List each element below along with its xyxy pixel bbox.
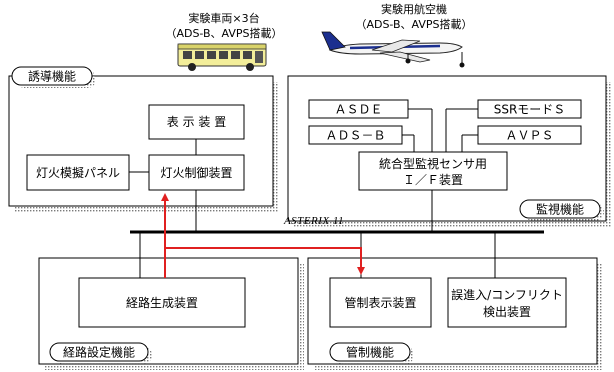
bus-vehicle: 実験車両×3台 （ADS-B、AVPS搭載） — [165, 11, 283, 71]
conflict-detector-label-1: 誤進入/コンフリクト — [451, 287, 563, 302]
asde-device: ＡＳＤＥ — [308, 99, 409, 119]
surveillance-group — [287, 75, 607, 222]
ssr-device: SSRモードＳ — [477, 99, 582, 119]
aircraft-title: 実験用航空機 — [381, 2, 447, 16]
asde-label: ＡＳＤＥ — [334, 103, 382, 117]
conflict-detector-device: 誤進入/コンフリクト 検出装置 — [447, 277, 567, 328]
route-generator-device: 経路生成装置 — [78, 277, 246, 328]
route-generator-label: 経路生成装置 — [126, 295, 198, 310]
light-controller-label: 灯火制御装置 — [160, 165, 232, 180]
asterix-bus-label: ASTERIX 11 — [283, 215, 344, 227]
light-panel-label: 灯火模擬パネル — [36, 165, 120, 180]
bus-title: 実験車両×3台 — [188, 11, 259, 25]
avps-label: ＡＶＰＳ — [505, 129, 553, 143]
control-label: 管制機能 — [346, 345, 394, 360]
sensor-interface-label-1: 統合型監視センサ用 — [379, 156, 487, 171]
guidance-tag: 誘導機能 — [11, 66, 96, 88]
aircraft-equipment: （ADS-B、AVPS搭載） — [355, 18, 472, 31]
control-tag: 管制機能 — [329, 342, 414, 364]
bus-icon — [177, 43, 267, 71]
display-device-label: 表 示 装 置 — [167, 115, 226, 129]
control-display-label: 管制表示装置 — [344, 295, 416, 310]
display-device: 表 示 装 置 — [148, 104, 245, 140]
surveillance-label: 監視機能 — [536, 202, 584, 217]
route-setting-tag: 経路設定機能 — [49, 342, 152, 364]
adsb-device: ＡＤＳ－Ｂ — [308, 125, 403, 145]
conflict-detector-label-2: 検出装置 — [483, 305, 531, 319]
aircraft-vehicle: 実験用航空機 （ADS-B、AVPS搭載） — [321, 2, 473, 68]
sensor-interface-label-2: Ｉ／Ｆ装置 — [403, 173, 463, 187]
route-flow-arrows — [161, 193, 365, 278]
ssr-label: SSRモードＳ — [494, 103, 566, 117]
control-display-device: 管制表示装置 — [329, 277, 432, 328]
aircraft-icon — [321, 31, 465, 68]
bus-equipment: （ADS-B、AVPS搭載） — [165, 27, 282, 40]
flow-to-control-display — [165, 247, 365, 275]
surveillance-tag: 監視機能 — [519, 199, 604, 221]
light-panel-device: 灯火模擬パネル — [26, 154, 130, 191]
guidance-label: 誘導機能 — [28, 69, 76, 84]
route-setting-label: 経路設定機能 — [63, 345, 135, 360]
avps-device: ＡＶＰＳ — [477, 125, 582, 145]
sensor-interface-device: 統合型監視センサ用 Ｉ／Ｆ装置 — [358, 151, 508, 191]
adsb-label: ＡＤＳ－Ｂ — [325, 129, 385, 143]
light-controller-device: 灯火制御装置 — [148, 154, 245, 191]
